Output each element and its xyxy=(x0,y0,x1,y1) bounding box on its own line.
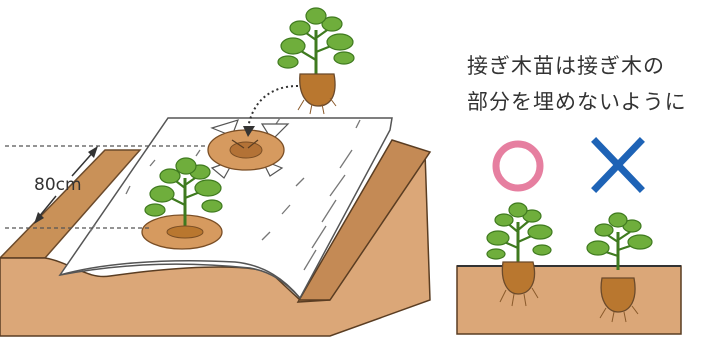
comparison-panel xyxy=(456,137,682,335)
planting-bed xyxy=(0,117,432,337)
bed-width-guides xyxy=(5,145,205,229)
placement-arrow xyxy=(243,85,299,137)
mulch-wrinkles xyxy=(89,117,361,271)
seedling-with-root-ball xyxy=(277,7,355,115)
circle-mark-icon xyxy=(492,140,544,192)
comparison-soil xyxy=(456,265,682,335)
planted-seedling xyxy=(144,157,223,239)
instruction-line-1: 接ぎ木苗は接ぎ木の xyxy=(467,54,665,78)
planting-hole-rear xyxy=(207,119,290,179)
instruction-line-2: 部分を埋めないように xyxy=(467,90,687,114)
correct-planting-seedling xyxy=(486,202,553,307)
dimension-arrow xyxy=(34,146,98,224)
incorrect-planting-seedling xyxy=(586,212,653,323)
mulch-front-edge xyxy=(59,260,301,299)
cross-mark-icon xyxy=(591,137,645,193)
bed-width-label: 80cm xyxy=(34,175,82,195)
